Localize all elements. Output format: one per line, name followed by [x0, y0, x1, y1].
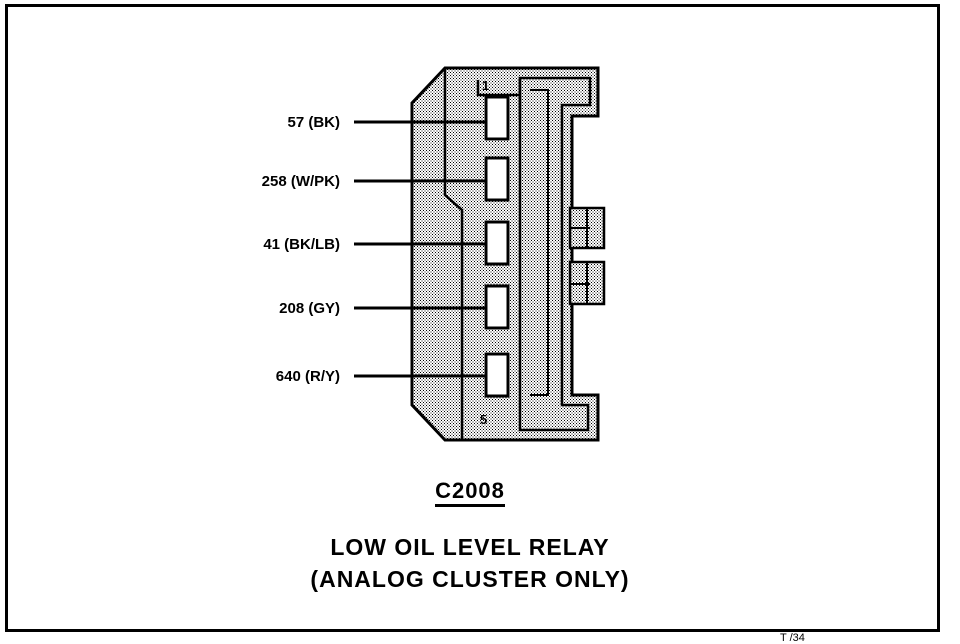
- wire-label-1: 57 (BK): [287, 114, 340, 131]
- connector-side-tabs: [568, 206, 606, 306]
- connector-title-line2: (ANALOG CLUSTER ONLY): [310, 566, 630, 592]
- pin-cavity-2: [484, 156, 510, 202]
- connector-latch-inner: [530, 89, 549, 396]
- connector-inner-lines: [443, 68, 522, 440]
- leader-lines: [354, 120, 486, 378]
- connector-title-line1: LOW OIL LEVEL RELAY: [330, 534, 610, 560]
- pin-cavity-4: [484, 284, 510, 330]
- pin-number-first: 1: [482, 78, 489, 93]
- pin-number-last: 5: [480, 412, 487, 427]
- connector-id-heading: C2008: [0, 478, 940, 507]
- wire-label-4: 208 (GY): [279, 300, 340, 317]
- wire-label-5: 640 (R/Y): [276, 368, 340, 385]
- wire-label-3: 41 (BK/LB): [263, 236, 340, 253]
- connector-latch: [518, 76, 592, 432]
- pin-cavity-1: [484, 95, 510, 141]
- connector-id-text: C2008: [435, 478, 505, 507]
- pin-cavity-3: [484, 220, 510, 266]
- pin-cavities: [484, 95, 510, 398]
- pin-cavity-5: [484, 352, 510, 398]
- wire-label-2: 258 (W/PK): [262, 173, 340, 190]
- figure-code: T /34: [780, 632, 805, 644]
